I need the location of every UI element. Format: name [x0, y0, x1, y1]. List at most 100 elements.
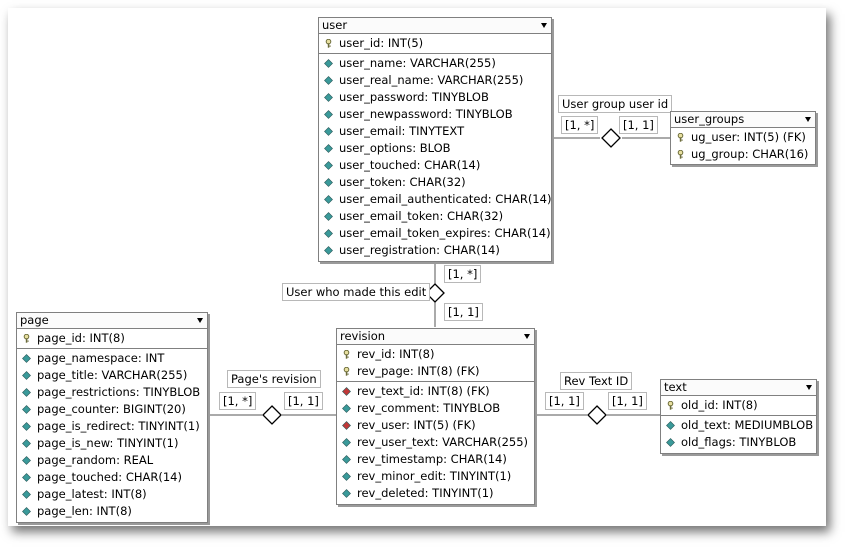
column-row[interactable]: rev_page: INT(8) (FK) — [337, 363, 534, 380]
entity-text[interactable]: text old_id: INT(8) old_text: MEDIUMBLOB… — [660, 379, 817, 454]
column-text: rev_user_text: VARCHAR(255) — [357, 435, 529, 449]
entity-name-revision: revision — [340, 329, 386, 343]
column-text: user_newpassword: TINYBLOB — [339, 107, 513, 121]
column-row[interactable]: page_touched: CHAR(14) — [17, 469, 207, 486]
column-row[interactable]: page_title: VARCHAR(255) — [17, 367, 207, 384]
column-row[interactable]: page_is_redirect: TINYINT(1) — [17, 418, 207, 435]
column-row[interactable]: rev_timestamp: CHAR(14) — [337, 451, 534, 468]
attribute-diamond-icon — [324, 195, 333, 204]
key-icon — [677, 150, 684, 159]
entity-header-user[interactable]: user — [319, 18, 551, 34]
column-row[interactable]: user_options: BLOB — [319, 140, 551, 157]
primary-key-section: ug_user: INT(5) (FK)ug_group: CHAR(16) — [671, 128, 815, 164]
column-row[interactable]: user_email: TINYTEXT — [319, 123, 551, 140]
relationship-label-user-edit: User who made this edit — [282, 283, 431, 301]
dropdown-arrow-icon[interactable] — [524, 334, 530, 339]
attribute-diamond-icon — [324, 76, 333, 85]
column-row[interactable]: user_password: TINYBLOB — [319, 89, 551, 106]
entity-user[interactable]: user user_id: INT(5) user_name: VARCHAR(… — [318, 17, 552, 262]
dropdown-arrow-icon[interactable] — [541, 23, 547, 28]
entity-header-user-groups[interactable]: user_groups — [671, 112, 815, 128]
key-icon — [325, 39, 332, 48]
column-text: rev_deleted: TINYINT(1) — [357, 486, 494, 500]
column-row[interactable]: rev_deleted: TINYINT(1) — [337, 485, 534, 502]
entity-revision[interactable]: revision rev_id: INT(8)rev_page: INT(8) … — [336, 328, 535, 505]
cardinality-user-group-from: [1, *] — [561, 116, 599, 134]
column-text: user_email_authenticated: CHAR(14) — [339, 192, 552, 206]
column-row[interactable]: page_restrictions: TINYBLOB — [17, 384, 207, 401]
column-row[interactable]: user_newpassword: TINYBLOB — [319, 106, 551, 123]
dropdown-arrow-icon[interactable] — [197, 318, 203, 323]
column-row[interactable]: user_real_name: VARCHAR(255) — [319, 72, 551, 89]
column-text: rev_page: INT(8) (FK) — [357, 364, 480, 378]
column-row[interactable]: page_latest: INT(8) — [17, 486, 207, 503]
relationship-diamond-rev-text[interactable] — [587, 405, 607, 425]
cardinality-page-revision-from: [1, *] — [219, 392, 257, 410]
entity-header-revision[interactable]: revision — [337, 329, 534, 345]
attribute-diamond-icon — [342, 489, 351, 498]
entity-header-text[interactable]: text — [661, 380, 816, 396]
column-text: user_password: TINYBLOB — [339, 90, 489, 104]
column-row[interactable]: page_id: INT(8) — [17, 330, 207, 347]
key-icon — [677, 133, 684, 142]
column-text: rev_comment: TINYBLOB — [357, 401, 501, 415]
column-text: ug_group: CHAR(16) — [691, 147, 809, 161]
column-row[interactable]: user_id: INT(5) — [319, 35, 551, 52]
relationship-diamond-user-group[interactable] — [601, 128, 621, 148]
attribute-diamond-icon — [22, 456, 31, 465]
column-row[interactable]: rev_text_id: INT(8) (FK) — [337, 383, 534, 400]
column-text: page_title: VARCHAR(255) — [37, 368, 188, 382]
column-text: rev_user: INT(5) (FK) — [357, 418, 476, 432]
column-row[interactable]: page_len: INT(8) — [17, 503, 207, 520]
column-row[interactable]: ug_user: INT(5) (FK) — [671, 129, 815, 146]
column-row[interactable]: user_registration: CHAR(14) — [319, 242, 551, 259]
dropdown-arrow-icon[interactable] — [806, 385, 812, 390]
attribute-diamond-icon — [324, 110, 333, 119]
relationship-diamond-page-revision[interactable] — [262, 405, 282, 425]
attribute-diamond-icon — [342, 404, 351, 413]
column-row[interactable]: rev_minor_edit: TINYINT(1) — [337, 468, 534, 485]
attribute-diamond-icon — [324, 93, 333, 102]
column-row[interactable]: rev_user: INT(5) (FK) — [337, 417, 534, 434]
attribute-diamond-icon — [324, 59, 333, 68]
column-row[interactable]: user_touched: CHAR(14) — [319, 157, 551, 174]
entity-user-groups[interactable]: user_groups ug_user: INT(5) (FK)ug_group… — [670, 111, 816, 165]
column-row[interactable]: user_email_token_expires: CHAR(14) — [319, 225, 551, 242]
column-row[interactable]: page_is_new: TINYINT(1) — [17, 435, 207, 452]
column-row[interactable]: old_id: INT(8) — [661, 397, 816, 414]
dropdown-arrow-icon[interactable] — [805, 117, 811, 122]
column-text: rev_timestamp: CHAR(14) — [357, 452, 507, 466]
column-row[interactable]: page_namespace: INT — [17, 350, 207, 367]
column-row[interactable]: old_text: MEDIUMBLOB — [661, 417, 816, 434]
entity-header-page[interactable]: page — [17, 313, 207, 329]
column-row[interactable]: user_email_authenticated: CHAR(14) — [319, 191, 551, 208]
foreign-key-diamond-icon — [342, 387, 351, 396]
column-text: page_is_new: TINYINT(1) — [37, 436, 179, 450]
column-text: user_registration: CHAR(14) — [339, 243, 500, 257]
attribute-diamond-icon — [324, 161, 333, 170]
entity-name-text: text — [664, 380, 687, 394]
entity-page[interactable]: page page_id: INT(8) page_namespace: INT… — [16, 312, 208, 523]
column-text: page_len: INT(8) — [37, 504, 132, 518]
column-text: rev_minor_edit: TINYINT(1) — [357, 469, 512, 483]
column-text: user_email: TINYTEXT — [339, 124, 465, 138]
column-text: old_id: INT(8) — [681, 398, 758, 412]
column-row[interactable]: old_flags: TINYBLOB — [661, 434, 816, 451]
column-row[interactable]: user_name: VARCHAR(255) — [319, 55, 551, 72]
column-text: user_name: VARCHAR(255) — [339, 56, 496, 70]
key-icon — [343, 350, 350, 359]
column-row[interactable]: rev_user_text: VARCHAR(255) — [337, 434, 534, 451]
attribute-diamond-icon — [22, 422, 31, 431]
attribute-diamond-icon — [324, 246, 333, 255]
column-row[interactable]: rev_comment: TINYBLOB — [337, 400, 534, 417]
column-text: old_flags: TINYBLOB — [681, 435, 797, 449]
column-text: user_id: INT(5) — [339, 36, 424, 50]
column-row[interactable]: page_counter: BIGINT(20) — [17, 401, 207, 418]
column-row[interactable]: ug_group: CHAR(16) — [671, 146, 815, 163]
column-row[interactable]: user_email_token: CHAR(32) — [319, 208, 551, 225]
column-row[interactable]: rev_id: INT(8) — [337, 346, 534, 363]
column-row[interactable]: page_random: REAL — [17, 452, 207, 469]
column-text: user_options: BLOB — [339, 141, 451, 155]
column-row[interactable]: user_token: CHAR(32) — [319, 174, 551, 191]
